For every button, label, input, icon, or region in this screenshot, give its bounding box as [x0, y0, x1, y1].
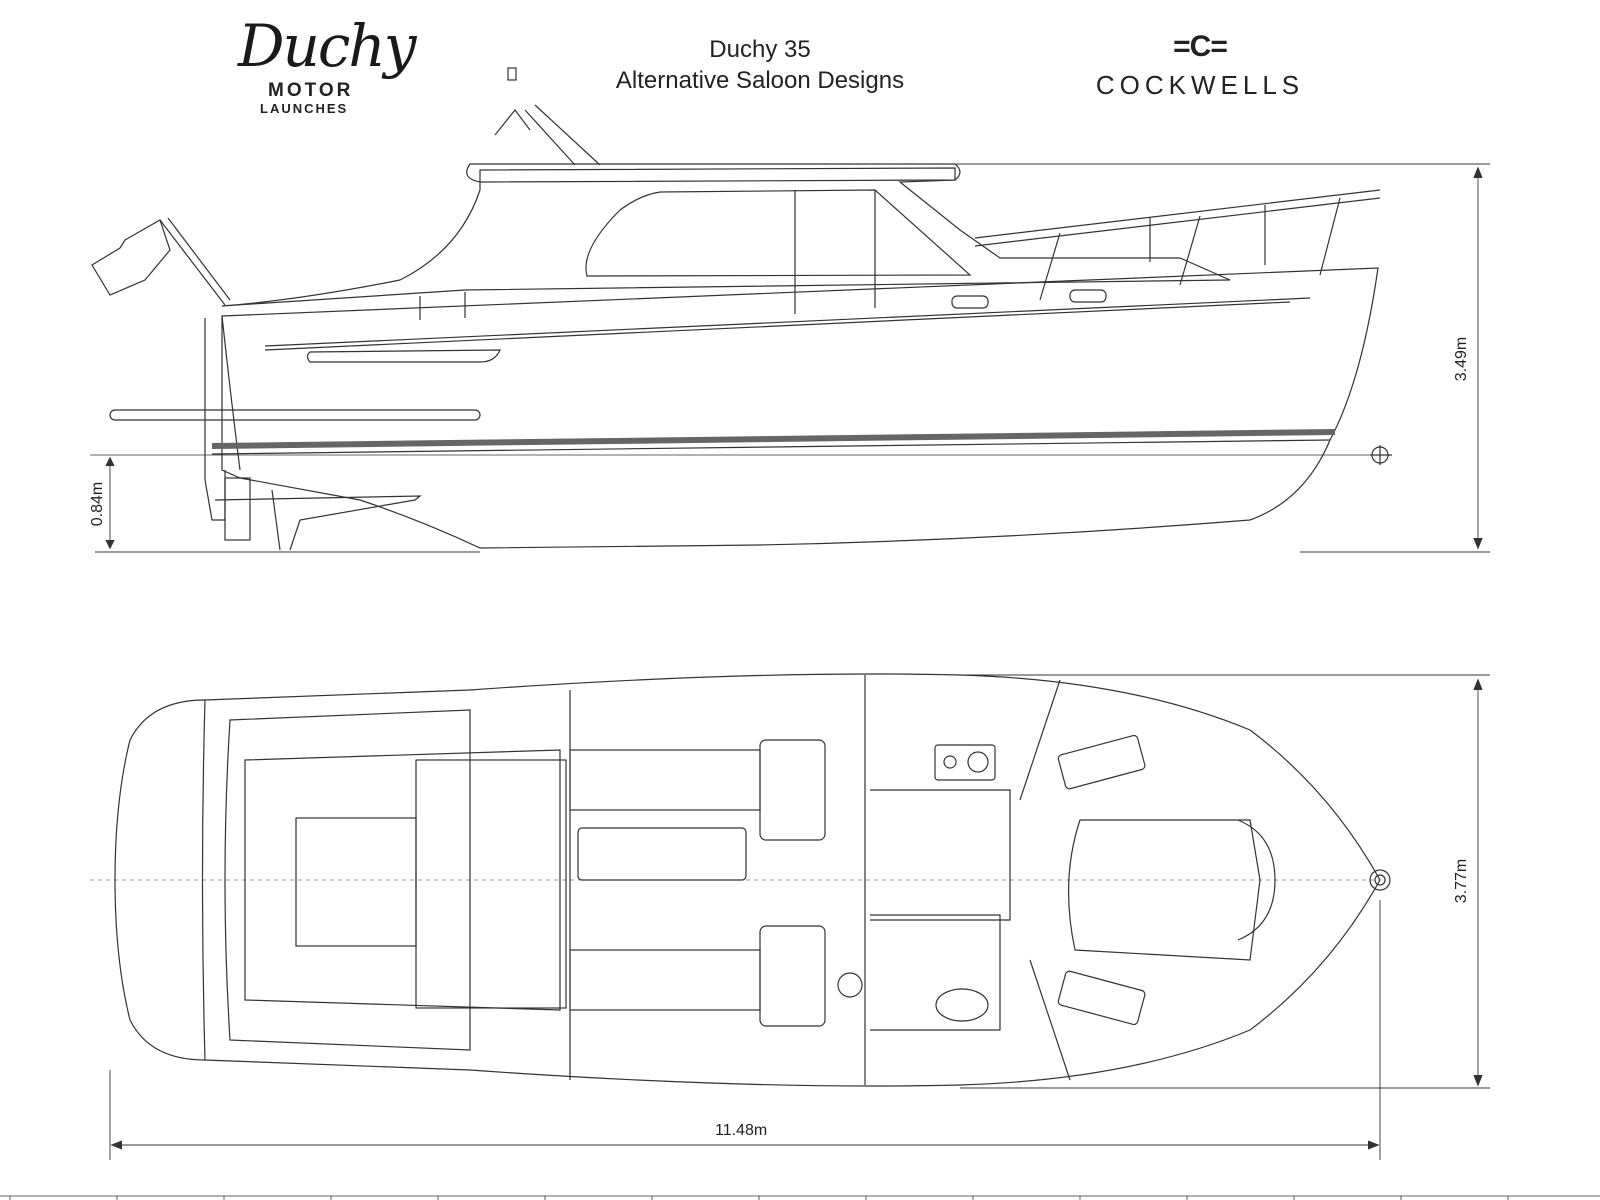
windscreen	[585, 189, 972, 277]
cockwells-wordmark: COCKWELLS	[1095, 70, 1305, 100]
logo-script: Duchy	[238, 12, 416, 80]
title-line-1: Duchy 35	[709, 36, 811, 63]
height-dimension: 3.49m	[1453, 336, 1471, 382]
title-line-2: Alternative Saloon Designs	[615, 67, 905, 94]
plan-view	[90, 673, 1490, 1160]
scale-bar	[0, 1195, 1600, 1200]
drawing-title: Duchy 35 Alternative Saloon Designs	[560, 34, 960, 96]
swim-platform-plan	[114, 699, 206, 1061]
beam-dimension: 3.77m	[1453, 858, 1471, 904]
sheer-line	[264, 297, 1311, 347]
side-profile	[90, 67, 1490, 553]
guard-rail	[974, 189, 1381, 247]
logo-launches: LAUNCHES	[260, 101, 349, 116]
ensign-flag	[159, 217, 231, 306]
logo-motor: MOTOR	[268, 80, 354, 101]
cockwells-logo: =C= COCKWELLS	[1085, 30, 1315, 101]
duchy-motor-launches-logo: Duchy MOTOR LAUNCHES	[228, 12, 416, 127]
boot-stripe	[211, 429, 1336, 449]
cockwells-mark: =C=	[1173, 30, 1228, 63]
length-dimension: 11.48m	[715, 1122, 768, 1139]
forward-berth	[1067, 819, 1261, 961]
mast	[524, 104, 601, 166]
deck-outline	[201, 673, 1381, 1087]
draft-dimension: 0.84m	[89, 481, 107, 527]
saloon	[221, 167, 1231, 307]
hull-outline	[221, 267, 1379, 549]
